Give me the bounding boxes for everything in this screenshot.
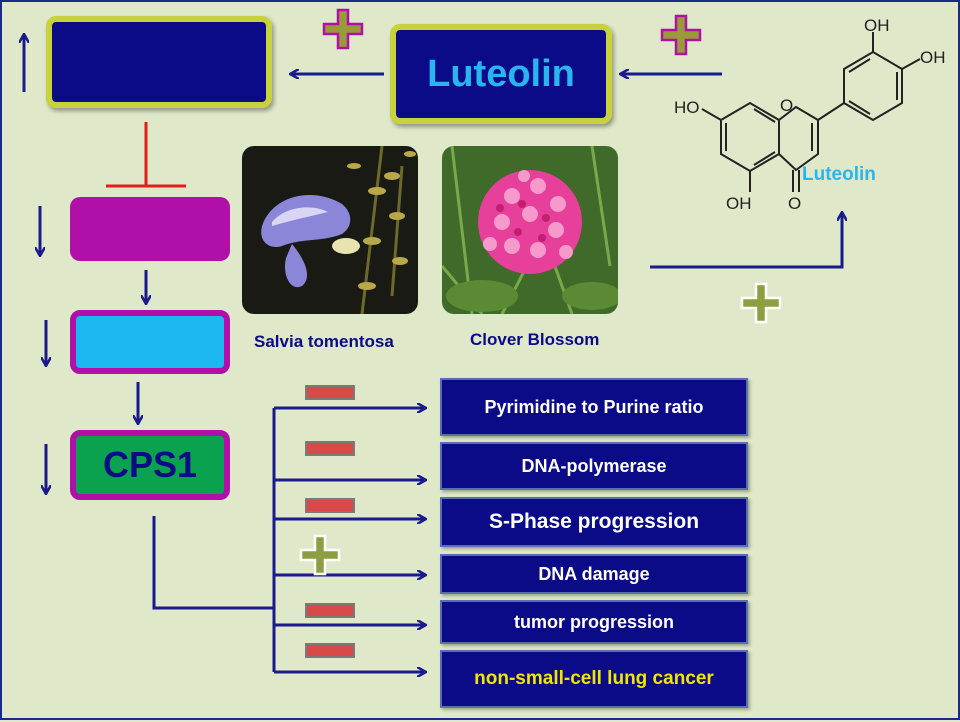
luteolin-structure [701,32,921,192]
cps1-label: CPS1 [102,444,198,485]
clover-blossom-photo [442,146,618,314]
atom-oh-bottom: OH [726,194,752,213]
minus-icon [305,385,355,400]
clover-caption: Clover Blossom [470,330,600,349]
plus-icon [740,282,782,324]
plus-icon [299,534,341,576]
minus-icon [305,441,355,456]
outcome-box: Pyrimidine to Purine ratio [440,378,748,436]
downregulated-node-cyan [70,310,230,374]
outcome-label: non-small-cell lung cancer [474,668,714,690]
atom-oh-top: OH [864,16,890,35]
luteolin-box: Luteolin [390,24,612,124]
plus-icon [660,14,702,56]
minus-icon [305,498,355,513]
molecule-name: Luteolin [802,164,876,185]
upregulated-target-box [46,16,272,108]
outcome-box: tumor progression [440,600,748,644]
salvia-caption: Salvia tomentosa [254,332,394,351]
outcome-box: DNA damage [440,554,748,594]
downregulated-node-magenta [70,197,230,261]
luteolin-box-label: Luteolin [427,52,575,95]
outcome-label: DNA damage [538,563,650,584]
plus-icon [322,8,364,50]
outcome-label: S-Phase progression [488,510,700,533]
outcome-label: Pyrimidine to Purine ratio [484,396,704,417]
arrow-clover-to-structure [650,214,842,269]
salvia-tomentosa-photo [242,146,418,314]
connector-cps1-to-trunk [152,516,274,610]
outcome-label: tumor progression [513,611,674,632]
outcome-label: DNA-polymerase [521,455,667,476]
outcome-box: S-Phase progression [440,497,748,547]
atom-o-ring: O [780,96,794,115]
outcome-box: DNA-polymerase [440,442,748,490]
minus-icon [305,603,355,618]
cps1-box: CPS1 [70,430,230,500]
outcome-box: non-small-cell lung cancer [440,650,748,708]
atom-oh-right: OH [920,48,946,67]
atom-ho-left: HO [674,98,700,117]
minus-icon [305,643,355,658]
atom-o-carbonyl: O [788,194,802,213]
